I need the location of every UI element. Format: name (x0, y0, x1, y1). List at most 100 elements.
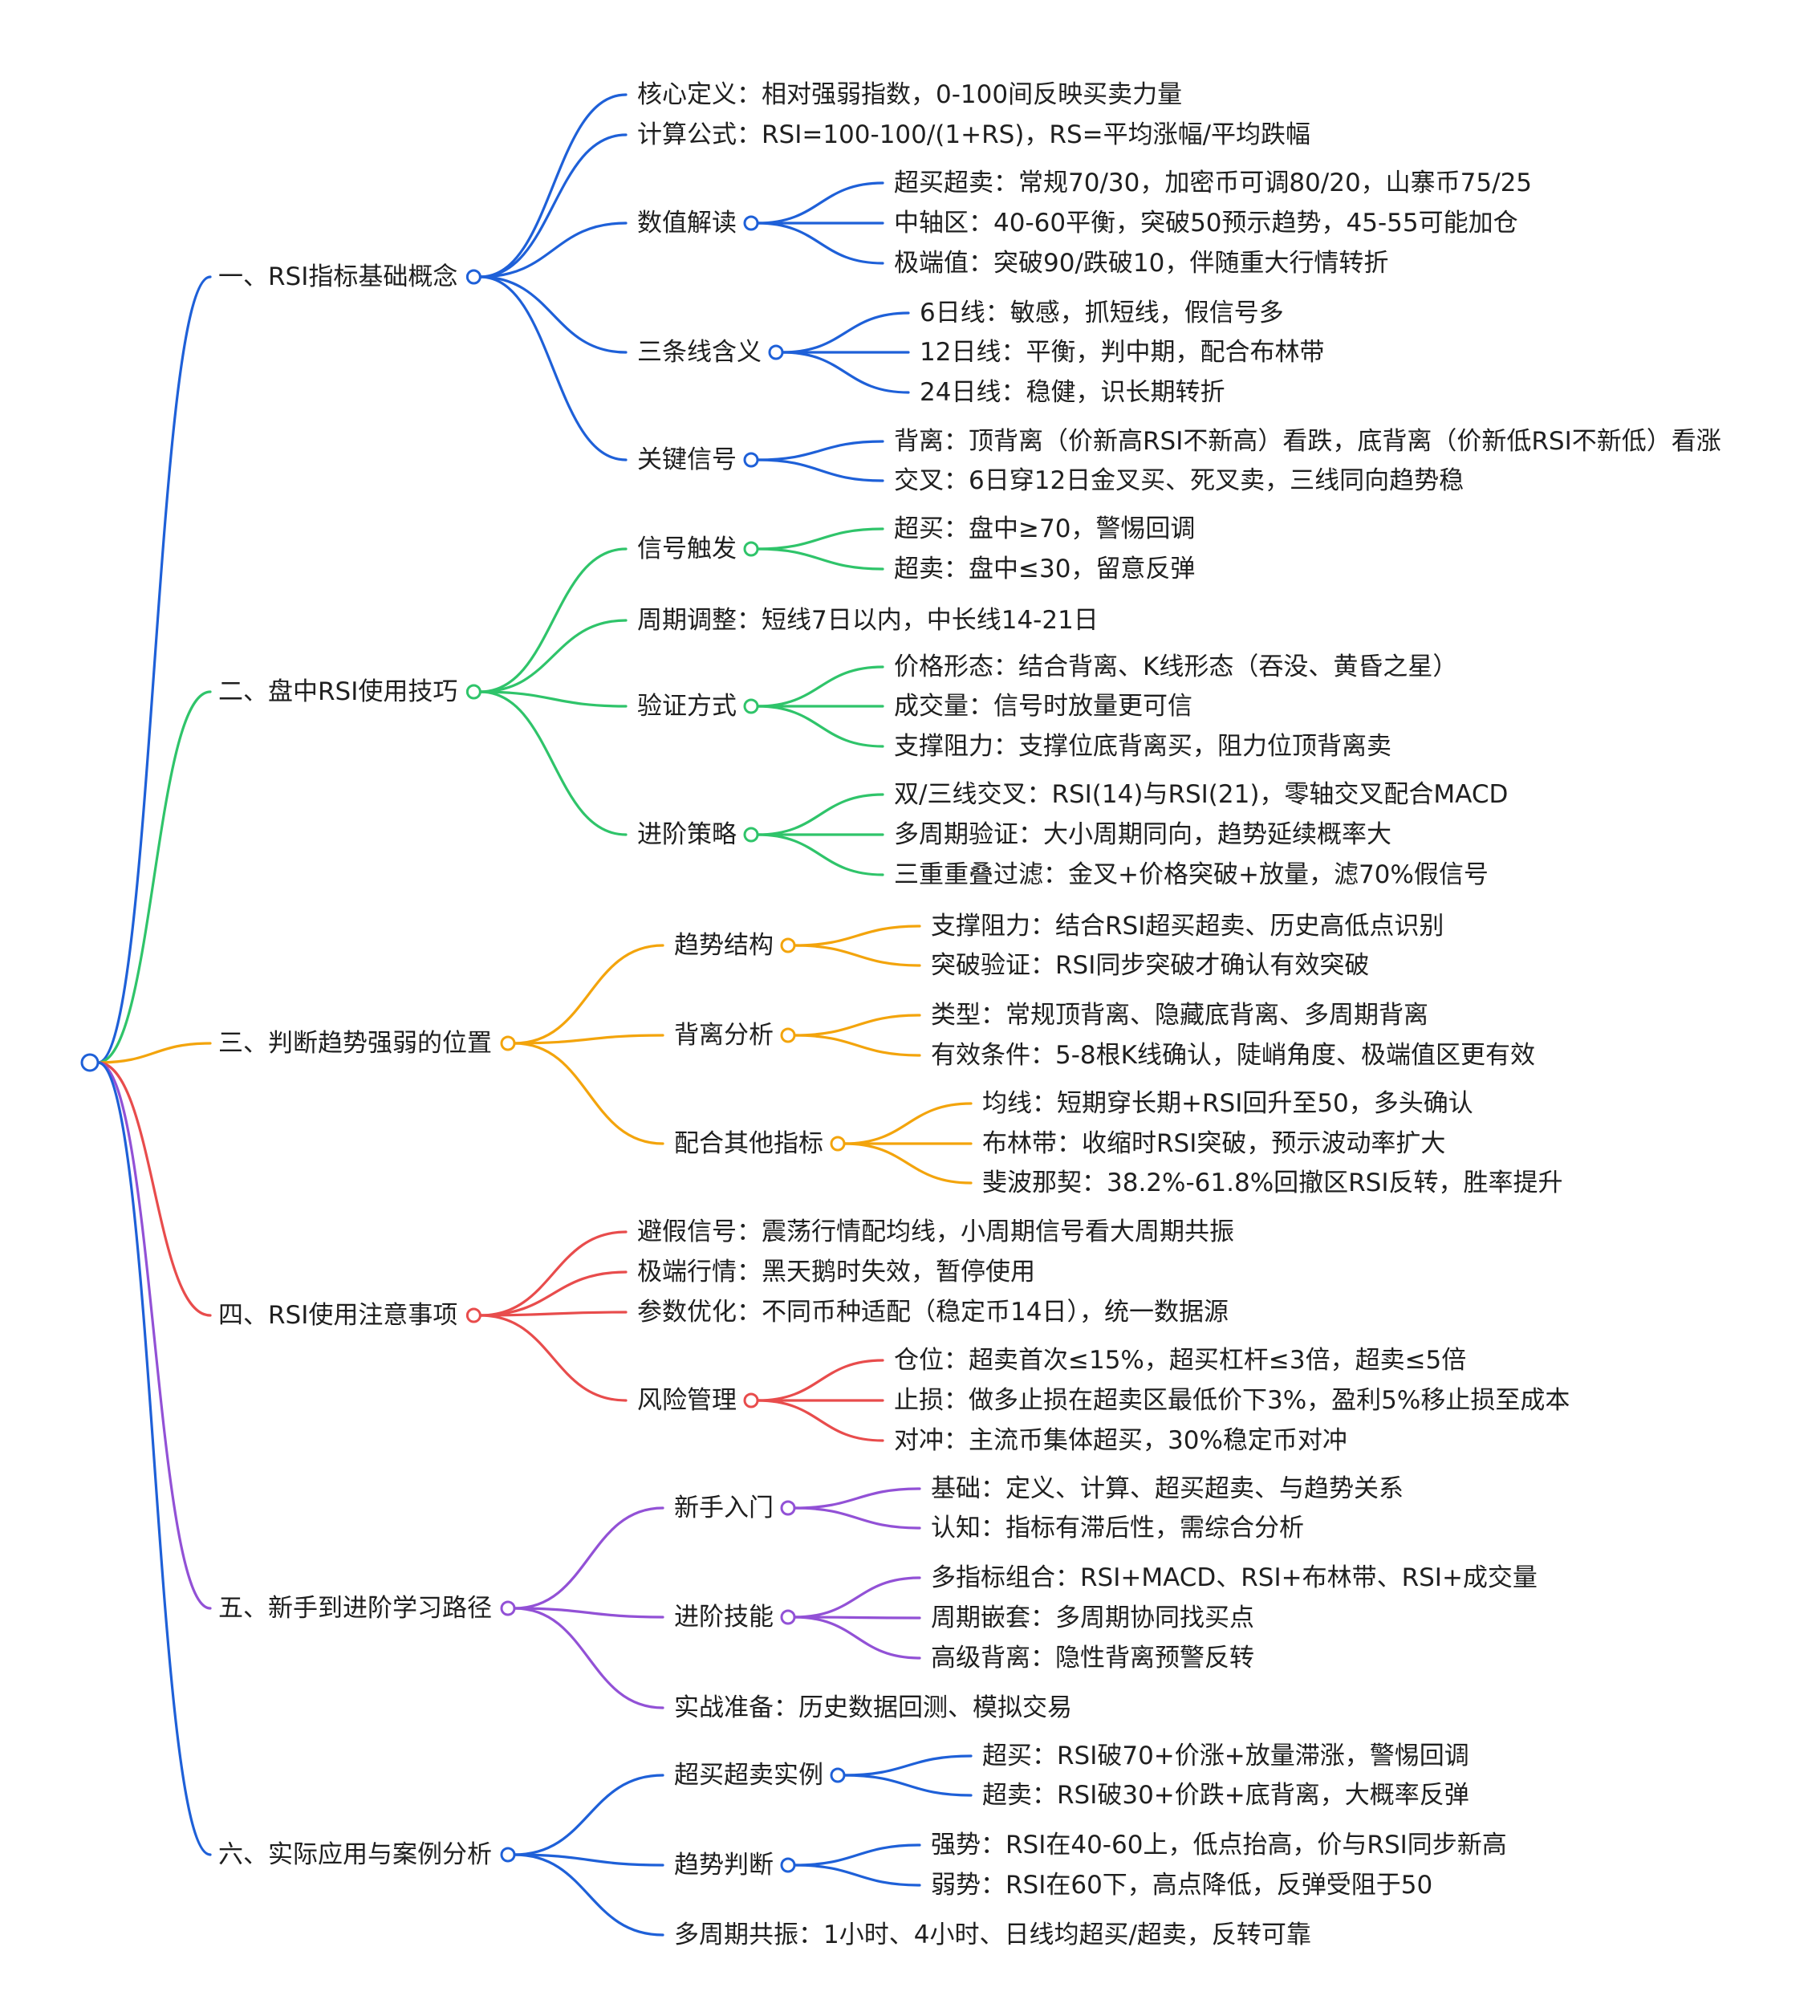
detail-label[interactable]: 周期嵌套：多周期协同找买点 (931, 1603, 1254, 1632)
branch-knob-icon[interactable] (500, 1035, 516, 1051)
detail-label[interactable]: 超卖：盘中≤30，留意反弹 (894, 555, 1195, 583)
detail-label[interactable]: 极端值：突破90/跌破10，伴随重大行情转折 (894, 249, 1388, 278)
branch-knob-icon[interactable] (465, 1307, 481, 1323)
branch-label[interactable]: 六、实际应用与案例分析 (218, 1840, 492, 1869)
subtopic-knob-icon[interactable] (780, 937, 796, 953)
subtopic-label[interactable]: 参数优化：不同币种适配（稳定币14日），统一数据源 (637, 1298, 1229, 1327)
subtopic-label[interactable]: 新手入门 (674, 1494, 774, 1522)
subtopic-knob-icon[interactable] (743, 698, 759, 714)
detail-label[interactable]: 三重重叠过滤：金叉+价格突破+放量，滤70%假信号 (894, 860, 1489, 889)
detail-label[interactable]: 背离：顶背离（价新高RSI不新高）看跌，底背离（价新低RSI不新低）看涨 (894, 427, 1721, 456)
subtopic-label[interactable]: 验证方式 (637, 692, 737, 721)
subtopic-label[interactable]: 进阶技能 (674, 1603, 774, 1632)
subtopic-knob-icon[interactable] (830, 1136, 846, 1152)
branch-knob-icon[interactable] (465, 269, 481, 285)
subtopic-connector (478, 275, 628, 461)
subtopic-knob-icon[interactable] (743, 827, 759, 843)
detail-label[interactable]: 强势：RSI在40-60上，低点抬高，价与RSI同步新高 (931, 1831, 1507, 1860)
detail-label[interactable]: 6日线：敏感，抓短线，假信号多 (920, 299, 1284, 327)
connector-layer (96, 93, 973, 1937)
branch-label[interactable]: 一、RSI指标基础概念 (218, 262, 457, 291)
detail-label[interactable]: 支撑阻力：支撑位底背离买，阻力位顶背离卖 (894, 732, 1391, 761)
detail-label[interactable]: 仓位：超卖首次≤15%，超买杠杆≤3倍，超卖≤5倍 (894, 1346, 1466, 1375)
detail-label[interactable]: 布林带：收缩时RSI突破，预示波动率扩大 (982, 1129, 1445, 1158)
subtopic-label[interactable]: 实战准备：历史数据回测、模拟交易 (674, 1693, 1072, 1722)
subtopic-label[interactable]: 超买超卖实例 (674, 1761, 823, 1790)
branch-knob-icon[interactable] (500, 1847, 516, 1863)
subtopic-connector (513, 1506, 664, 1610)
detail-connector (781, 311, 910, 354)
detail-connector (756, 547, 884, 571)
subtopic-label[interactable]: 三条线含义 (637, 338, 762, 367)
detail-label[interactable]: 类型：常规顶背离、隐藏底背离、多周期背离 (931, 1001, 1428, 1030)
subtopic-connector (513, 1042, 664, 1145)
detail-label[interactable]: 多指标组合：RSI+MACD、RSI+布林带、RSI+成交量 (931, 1563, 1538, 1592)
detail-connector (793, 1487, 921, 1510)
subtopic-knob-icon[interactable] (780, 1857, 796, 1873)
detail-connector (756, 527, 884, 551)
subtopic-label[interactable]: 多周期共振：1小时、4小时、日线均超买/超卖，反转可靠 (674, 1920, 1311, 1949)
subtopic-label[interactable]: 趋势结构 (674, 931, 774, 960)
detail-label[interactable]: 中轴区：40-60平衡，突破50预示趋势，45-55可能加仓 (894, 209, 1518, 238)
subtopic-label[interactable]: 趋势判断 (674, 1851, 774, 1880)
branch-knob-icon[interactable] (465, 684, 481, 700)
subtopic-connector (478, 1314, 628, 1402)
subtopic-label[interactable]: 数值解读 (637, 209, 737, 238)
detail-connector (793, 1576, 921, 1619)
detail-label[interactable]: 均线：短期穿长期+RSI回升至50，多头确认 (982, 1089, 1473, 1118)
subtopic-label[interactable]: 进阶策略 (637, 820, 737, 849)
detail-label[interactable]: 认知：指标有滞后性，需综合分析 (931, 1514, 1304, 1542)
subtopic-label[interactable]: 极端行情：黑天鹅时失效，暂停使用 (637, 1258, 1035, 1286)
subtopic-knob-icon[interactable] (768, 344, 784, 360)
detail-connector (793, 944, 921, 967)
detail-label[interactable]: 超买：RSI破70+价涨+放量滞涨，警惕回调 (982, 1742, 1469, 1770)
detail-label[interactable]: 有效条件：5-8根K线确认，陡峭角度、极端值区更有效 (931, 1041, 1535, 1070)
detail-label[interactable]: 24日线：稳健，识长期转折 (920, 378, 1225, 407)
detail-label[interactable]: 成交量：信号时放量更可信 (894, 692, 1192, 721)
detail-connector (756, 1399, 884, 1442)
branch-knob-icon[interactable] (500, 1600, 516, 1616)
subtopic-knob-icon[interactable] (830, 1767, 846, 1783)
detail-connector (756, 833, 884, 876)
subtopic-knob-icon[interactable] (780, 1027, 796, 1043)
detail-label[interactable]: 支撑阻力：结合RSI超买超卖、历史高低点识别 (931, 912, 1444, 941)
subtopic-knob-icon[interactable] (743, 541, 759, 557)
branch-label[interactable]: 二、盘中RSI使用技巧 (218, 677, 457, 706)
detail-label[interactable]: 高级背离：隐性背离预警反转 (931, 1644, 1254, 1673)
subtopic-knob-icon[interactable] (780, 1609, 796, 1625)
detail-label[interactable]: 价格形态：结合背离、K线形态（吞没、黄昏之星） (894, 652, 1457, 681)
detail-label[interactable]: 超买：盘中≥70，警惕回调 (894, 514, 1195, 543)
root-node-icon[interactable] (80, 1053, 100, 1072)
detail-label[interactable]: 突破验证：RSI同步突破才确认有效突破 (931, 951, 1369, 980)
detail-label[interactable]: 对冲：主流币集体超买，30%稳定币对冲 (894, 1426, 1347, 1455)
detail-label[interactable]: 止损：做多止损在超卖区最低价下3%，盈利5%移止损至成本 (894, 1386, 1570, 1415)
subtopic-knob-icon[interactable] (743, 215, 759, 231)
detail-connector (756, 1359, 884, 1402)
subtopic-label[interactable]: 信号触发 (637, 534, 737, 563)
subtopic-label[interactable]: 计算公式：RSI=100-100/(1+RS)，RS=平均涨幅/平均跌幅 (637, 120, 1310, 149)
subtopic-knob-icon[interactable] (780, 1500, 796, 1516)
detail-label[interactable]: 超卖：RSI破30+价跌+底背离，大概率反弹 (982, 1781, 1469, 1810)
subtopic-label[interactable]: 背离分析 (674, 1021, 774, 1050)
subtopic-label[interactable]: 风险管理 (637, 1386, 737, 1415)
detail-label[interactable]: 双/三线交叉：RSI(14)与RSI(21)，零轴交叉配合MACD (894, 780, 1508, 809)
subtopic-label[interactable]: 避假信号：震荡行情配均线，小周期信号看大周期共振 (637, 1217, 1234, 1246)
detail-label[interactable]: 斐波那契：38.2%-61.8%回撤区RSI反转，胜率提升 (982, 1169, 1563, 1197)
detail-label[interactable]: 弱势：RSI在60下，高点降低，反弹受阻于50 (931, 1871, 1432, 1900)
detail-label[interactable]: 超买超卖：常规70/30，加密币可调80/20，山寨币75/25 (894, 169, 1532, 197)
branch-label[interactable]: 三、判断趋势强弱的位置 (218, 1029, 492, 1058)
subtopic-label[interactable]: 配合其他指标 (674, 1129, 823, 1158)
detail-label[interactable]: 交叉：6日穿12日金叉买、死叉卖，三线同向趋势稳 (894, 466, 1464, 495)
detail-label[interactable]: 多周期验证：大小周期同向，趋势延续概率大 (894, 820, 1391, 849)
subtopic-connector (513, 1853, 664, 1867)
detail-label[interactable]: 12日线：平衡，判中期，配合布林带 (920, 338, 1324, 367)
subtopic-knob-icon[interactable] (743, 452, 759, 468)
branch-label[interactable]: 五、新手到进阶学习路径 (218, 1594, 492, 1623)
subtopic-connector (513, 944, 664, 1045)
subtopic-label[interactable]: 周期调整：短线7日以内，中长线14-21日 (637, 606, 1099, 635)
branch-label[interactable]: 四、RSI使用注意事项 (218, 1301, 457, 1330)
detail-label[interactable]: 基础：定义、计算、超买超卖、与趋势关系 (931, 1474, 1404, 1503)
subtopic-label[interactable]: 关键信号 (637, 445, 737, 474)
subtopic-label[interactable]: 核心定义：相对强弱指数，0-100间反映买卖力量 (637, 80, 1182, 109)
subtopic-knob-icon[interactable] (743, 1392, 759, 1408)
